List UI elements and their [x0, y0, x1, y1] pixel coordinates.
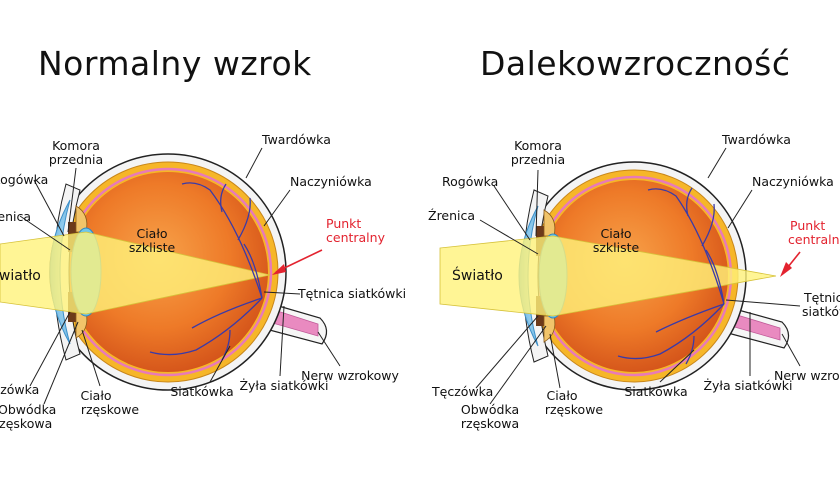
- eye-normal: Komora przednia Rogówka Źrenica Światło …: [0, 132, 406, 431]
- label-nerw: Nerw wzrokowy: [301, 368, 399, 383]
- blood-vessels: [617, 187, 725, 365]
- label-nerw: Nerw wzrokowy: [774, 368, 840, 383]
- label-tetnica-2: siatkówki: [802, 304, 840, 319]
- label-teczowka: Tęczówka: [0, 382, 39, 397]
- light-beam: [439, 235, 777, 317]
- label-punkt-2: centralny: [326, 230, 386, 245]
- label-tetnica: Tętnica siatkówki: [297, 286, 406, 301]
- label-cialo-szkliste-1: Ciało: [136, 226, 167, 241]
- label-naczyniowka: Naczyniówka: [290, 174, 372, 189]
- focal-point-arrowhead: [272, 264, 286, 275]
- leader-lines: [475, 147, 801, 405]
- label-siatkowka: Siatkówka: [624, 384, 687, 399]
- label-cialo-szkliste-2: szkliste: [129, 240, 176, 255]
- title-normal-vision: Normalny wzrok: [38, 44, 312, 83]
- label-cialo-szkliste-1: Ciało: [600, 226, 631, 241]
- label-punkt-1: Punkt: [790, 218, 825, 233]
- label-obwodka-2: rzęskowa: [0, 416, 52, 431]
- label-punkt-1: Punkt: [326, 216, 361, 231]
- label-naczyniowka: Naczyniówka: [752, 174, 834, 189]
- label-cialo-rzeskowe-2: rzęskowe: [545, 402, 604, 417]
- focal-point-arrowhead: [780, 262, 792, 277]
- label-twardowka: Twardówka: [261, 132, 331, 147]
- label-cialo-szkliste-2: szkliste: [593, 240, 640, 255]
- label-cialo-rzeskowe-1: Ciało: [546, 388, 577, 403]
- label-siatkowka: Siatkówka: [170, 384, 233, 399]
- label-komora-1: Komora: [52, 138, 100, 153]
- label-komora-2: przednia: [511, 152, 565, 167]
- label-swiatlo: Światło: [0, 266, 41, 284]
- label-tetnica-1: Tętnica: [803, 290, 840, 305]
- light-beam: [0, 231, 271, 315]
- label-cialo-rzeskowe-1: Ciało: [80, 388, 111, 403]
- label-twardowka: Twardówka: [721, 132, 791, 147]
- label-obwodka-2: rzęskowa: [461, 416, 519, 431]
- label-zyla: Żyła siatkówki: [239, 378, 328, 393]
- leader-lines: [19, 147, 341, 405]
- label-zyla: Żyła siatkówki: [703, 378, 792, 393]
- label-komora-2: przednia: [49, 152, 103, 167]
- title-hyperopia: Dalekowzroczność: [480, 44, 791, 83]
- label-zrenica: Źrenica: [0, 209, 31, 224]
- label-obwodka-1: Obwódka: [0, 402, 56, 417]
- label-komora-1: Komora: [514, 138, 562, 153]
- label-rogowka: Rogówka: [442, 174, 498, 189]
- label-obwodka-1: Obwódka: [461, 402, 519, 417]
- label-cialo-rzeskowe-2: rzęskowe: [81, 402, 140, 417]
- eye-hyperopia: Komora przednia Rogówka Źrenica Światło …: [428, 132, 840, 431]
- label-teczowka: Tęczówka: [431, 384, 493, 399]
- label-swiatlo: Światło: [452, 266, 503, 284]
- label-rogowka: Rogówka: [0, 172, 48, 187]
- label-zrenica: Źrenica: [428, 208, 475, 223]
- label-punkt-2: centralny: [788, 232, 840, 247]
- blood-vessels: [149, 182, 263, 361]
